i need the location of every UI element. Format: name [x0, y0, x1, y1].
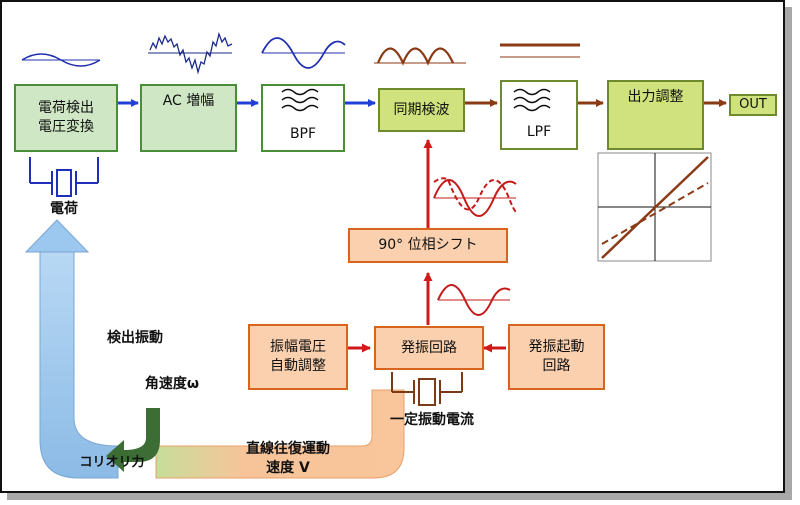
sync-detect-label: 同期検波: [393, 101, 450, 118]
oscillator-crystal-icon: [391, 372, 463, 406]
output-characteristic-graph: [597, 152, 712, 262]
charge-detect-block: 電荷検出 電圧変換: [14, 84, 118, 152]
waveform-rectified: [374, 47, 466, 66]
amp-control-label: 振幅電圧 自動調整: [270, 339, 326, 374]
amp-control-block: 振幅電圧 自動調整: [248, 324, 348, 390]
output-adjust-label: 出力調整: [627, 89, 684, 105]
detect-vibration-label: 検出振動: [107, 329, 163, 346]
waveform-clean-sine: [261, 37, 346, 69]
out-block: OUT: [729, 94, 777, 116]
bpf-filter-glyph: [281, 88, 319, 112]
ac-amp-block: AC 増幅: [140, 84, 237, 152]
constant-current-label: 一定振動電流: [390, 411, 474, 428]
charge-crystal-icon: [29, 157, 99, 197]
waveform-phase-shift: [433, 177, 517, 217]
output-adjust-block: 出力調整: [607, 80, 704, 150]
lpf-block: LPF: [500, 80, 578, 150]
charge-detect-label: 電荷検出 電圧変換: [38, 100, 94, 135]
out-label: OUT: [739, 97, 767, 113]
red-signal-arrows: [348, 139, 506, 353]
lpf-filter-glyph: [513, 88, 551, 112]
oscillator-label: 発振回路: [401, 339, 457, 356]
angular-velocity-label: 角速度ω: [144, 375, 200, 392]
charge-label: 電荷: [50, 200, 78, 217]
waveform-oscillator: [437, 284, 511, 316]
oscillator-block: 発振回路: [374, 326, 484, 370]
bpf-label: BPF: [289, 126, 317, 143]
coriolis-label: コリオリ力: [79, 455, 145, 471]
lpf-label: LPF: [526, 124, 552, 141]
sync-detect-block: 同期検波: [378, 88, 465, 132]
waveform-dc-level: [500, 43, 580, 58]
phase-shift-block: 90° 位相シフト: [348, 228, 508, 263]
waveform-small-sine: [21, 53, 101, 67]
start-circuit-label: 発振起動 回路: [528, 339, 585, 374]
ac-amp-label: AC 増幅: [162, 93, 215, 109]
waveform-noisy-sine: [148, 31, 233, 75]
start-circuit-block: 発振起動 回路: [508, 324, 605, 390]
phase-shift-label: 90° 位相シフト: [378, 237, 478, 254]
detect-vibration-arrow: [24, 219, 119, 479]
angular-velocity-arrow: [106, 408, 160, 472]
bpf-block: BPF: [261, 84, 345, 152]
linear-velocity-label: 直線往復運動 速度 V: [246, 441, 330, 476]
